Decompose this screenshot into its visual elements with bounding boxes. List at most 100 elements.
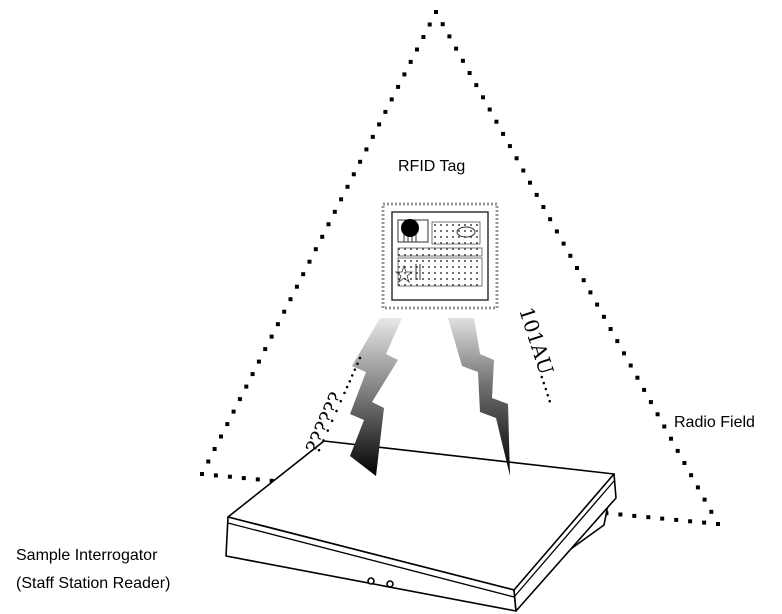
field-dot [494, 119, 499, 124]
field-dot [541, 205, 546, 209]
field-dot [682, 461, 687, 465]
field-dot [244, 384, 249, 389]
field-dot [702, 497, 707, 502]
field-dot [487, 107, 492, 112]
field-dot [561, 241, 566, 246]
field-dot [301, 272, 306, 277]
field-dot [646, 515, 651, 520]
field-dot [250, 372, 255, 377]
field-dot [507, 144, 512, 149]
field-dot [241, 476, 246, 481]
field-dot [402, 72, 407, 77]
field-dot [669, 436, 673, 441]
interrogator-device [225, 440, 617, 612]
indicator-light-2 [386, 580, 394, 588]
field-dot [568, 253, 573, 258]
field-dot [389, 97, 394, 102]
radio-field-label: Radio Field [674, 414, 755, 431]
field-dot [689, 473, 694, 478]
field-dot [581, 278, 586, 283]
field-dot [237, 397, 242, 402]
field-dot [326, 222, 331, 227]
field-dot [294, 284, 299, 289]
field-dot [709, 509, 714, 514]
field-dot [675, 448, 680, 453]
field-dot [660, 516, 665, 521]
field-dot [227, 474, 232, 479]
field-dot [225, 422, 230, 427]
rfid-tag-label: RFID Tag [398, 158, 465, 175]
field-dot [364, 147, 369, 152]
field-dot [377, 122, 382, 127]
tag-dot-icon [401, 219, 419, 237]
field-dot [219, 434, 223, 439]
field-dot [474, 83, 479, 88]
field-dot [481, 95, 485, 100]
query-signal-bolt [350, 318, 402, 476]
field-dot [628, 363, 633, 368]
field-dot [588, 290, 593, 295]
field-dot [282, 309, 287, 314]
field-dot [618, 512, 623, 517]
field-dot [601, 314, 606, 319]
field-dot [528, 180, 532, 185]
field-dot [396, 84, 401, 89]
field-dot [345, 184, 350, 189]
field-dot [688, 519, 693, 524]
field-dot [408, 59, 413, 64]
field-dot [200, 472, 204, 476]
reader-label-line1: Sample Interrogator [16, 547, 158, 564]
field-dot [339, 197, 344, 202]
field-dot [655, 412, 660, 417]
field-dot [548, 217, 553, 222]
field-dot [288, 297, 293, 302]
rfid-tag-chip [381, 202, 499, 310]
field-dot [608, 327, 613, 331]
field-dot [213, 473, 218, 478]
field-dot [231, 409, 236, 414]
field-dot [635, 375, 640, 380]
field-dot [454, 46, 459, 51]
field-dot [702, 520, 707, 525]
field-dot [370, 134, 375, 139]
field-dot [662, 424, 667, 429]
reader-label-line2: (Staff Station Reader) [16, 575, 170, 592]
field-dot [256, 359, 261, 364]
field-dot [212, 447, 217, 451]
field-dot [275, 322, 280, 327]
field-dot [695, 485, 700, 490]
field-dot [307, 259, 312, 264]
field-dot [622, 351, 626, 356]
field-dot [351, 172, 356, 177]
field-dot [501, 131, 506, 136]
field-dot [648, 400, 653, 405]
field-dot [383, 109, 388, 114]
field-dot [615, 339, 620, 344]
field-dot [642, 387, 647, 392]
field-dot [206, 459, 211, 464]
field-dot [332, 209, 337, 214]
field-dot [467, 71, 472, 75]
field-dot [313, 247, 318, 252]
field-dot [255, 477, 260, 482]
indicator-light-1 [367, 577, 375, 585]
field-dot [632, 513, 637, 518]
response-signal-bolt [448, 318, 510, 476]
field-dot [514, 156, 519, 161]
field-dot [575, 266, 579, 270]
field-dot [427, 22, 432, 27]
field-dot [269, 478, 274, 483]
field-dot [263, 347, 268, 352]
field-dot [460, 58, 465, 63]
field-dot [415, 47, 419, 52]
field-dot [716, 522, 720, 526]
field-dot [440, 22, 445, 27]
field-dot [447, 34, 452, 39]
field-dot [521, 168, 526, 173]
field-dot [358, 159, 363, 164]
response-text: 101AU..... [514, 304, 568, 406]
field-dot [554, 229, 559, 234]
field-dot [269, 334, 274, 339]
field-dot [320, 234, 325, 239]
